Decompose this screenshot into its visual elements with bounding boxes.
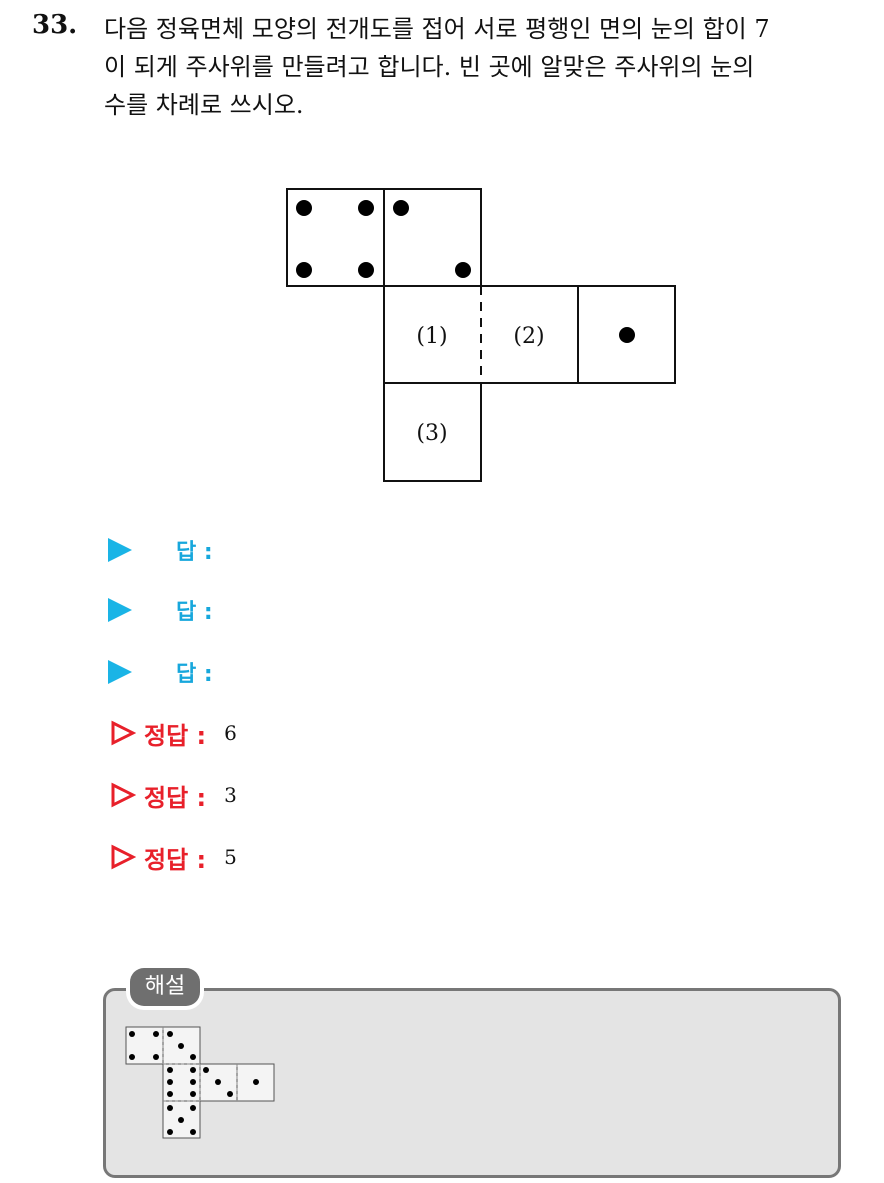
answer-label: 답 :	[176, 600, 213, 625]
mini-pip	[153, 1031, 159, 1037]
net-label-2: (2)	[513, 324, 544, 349]
answer-row: 답 :	[108, 594, 213, 626]
pip	[296, 262, 312, 278]
solution-row: 정답 : 3	[110, 778, 237, 812]
mini-pip	[178, 1043, 184, 1049]
mini-pip	[253, 1079, 259, 1085]
mini-pip	[190, 1105, 196, 1111]
question-number: 33.	[32, 10, 78, 40]
net-face-3	[383, 383, 482, 482]
mini-pip	[129, 1054, 135, 1060]
mini-pip	[190, 1067, 196, 1073]
mini-pip	[167, 1105, 173, 1111]
question-line: 다음 정육면체 모양의 전개도를 접어 서로 평행인 면의 눈의 합이 7	[104, 15, 770, 43]
mini-pip	[167, 1129, 173, 1135]
net-label-3: (3)	[416, 421, 447, 446]
pip	[619, 327, 635, 343]
dice-net-diagram: (1) (2) (3)	[286, 188, 676, 482]
solution-label: 정답 :	[144, 845, 207, 874]
solution-value: 6	[224, 721, 237, 745]
solution-arrow-icon	[111, 782, 136, 808]
solution-value: 5	[224, 845, 237, 869]
answer-arrow-icon	[108, 598, 132, 622]
answer-label: 답 :	[176, 540, 213, 565]
solution-label: 정답 :	[144, 721, 207, 750]
mini-pip	[167, 1079, 173, 1085]
pip	[455, 262, 471, 278]
mini-pip	[190, 1079, 196, 1085]
solution-arrow-icon	[111, 720, 136, 746]
answer-label: 답 :	[176, 662, 213, 687]
mini-pip	[167, 1031, 173, 1037]
net-label-1: (1)	[416, 324, 447, 349]
mini-pip	[129, 1031, 135, 1037]
mini-pip	[215, 1079, 221, 1085]
question-text: 다음 정육면체 모양의 전개도를 접어 서로 평행인 면의 눈의 합이 7 이 …	[104, 10, 864, 124]
answer-row: 답 :	[108, 656, 213, 688]
explanation-tag: 해설	[130, 968, 200, 1006]
answer-arrow-icon	[108, 660, 132, 684]
mini-pip	[227, 1091, 233, 1097]
mini-pip	[167, 1067, 173, 1073]
solution-row: 정답 : 6	[110, 716, 237, 750]
mini-pip	[178, 1117, 184, 1123]
pip	[393, 200, 409, 216]
pip	[358, 200, 374, 216]
solution-row: 정답 : 5	[110, 840, 237, 874]
mini-pip	[167, 1091, 173, 1097]
solution-label: 정답 :	[144, 783, 207, 812]
answer-arrow-icon	[108, 538, 132, 562]
mini-pip	[190, 1054, 196, 1060]
question-line: 수를 차례로 쓰시오.	[104, 91, 304, 119]
answer-row: 답 :	[108, 534, 213, 566]
mini-pip	[153, 1054, 159, 1060]
mini-pip	[190, 1091, 196, 1097]
mini-pip	[190, 1129, 196, 1135]
solution-value: 3	[224, 783, 237, 807]
pip	[296, 200, 312, 216]
pip	[358, 262, 374, 278]
mini-pip	[203, 1067, 209, 1073]
solution-arrow-icon	[111, 844, 136, 870]
question-line: 이 되게 주사위를 만들려고 합니다. 빈 곳에 알맞은 주사위의 눈의	[104, 53, 755, 81]
